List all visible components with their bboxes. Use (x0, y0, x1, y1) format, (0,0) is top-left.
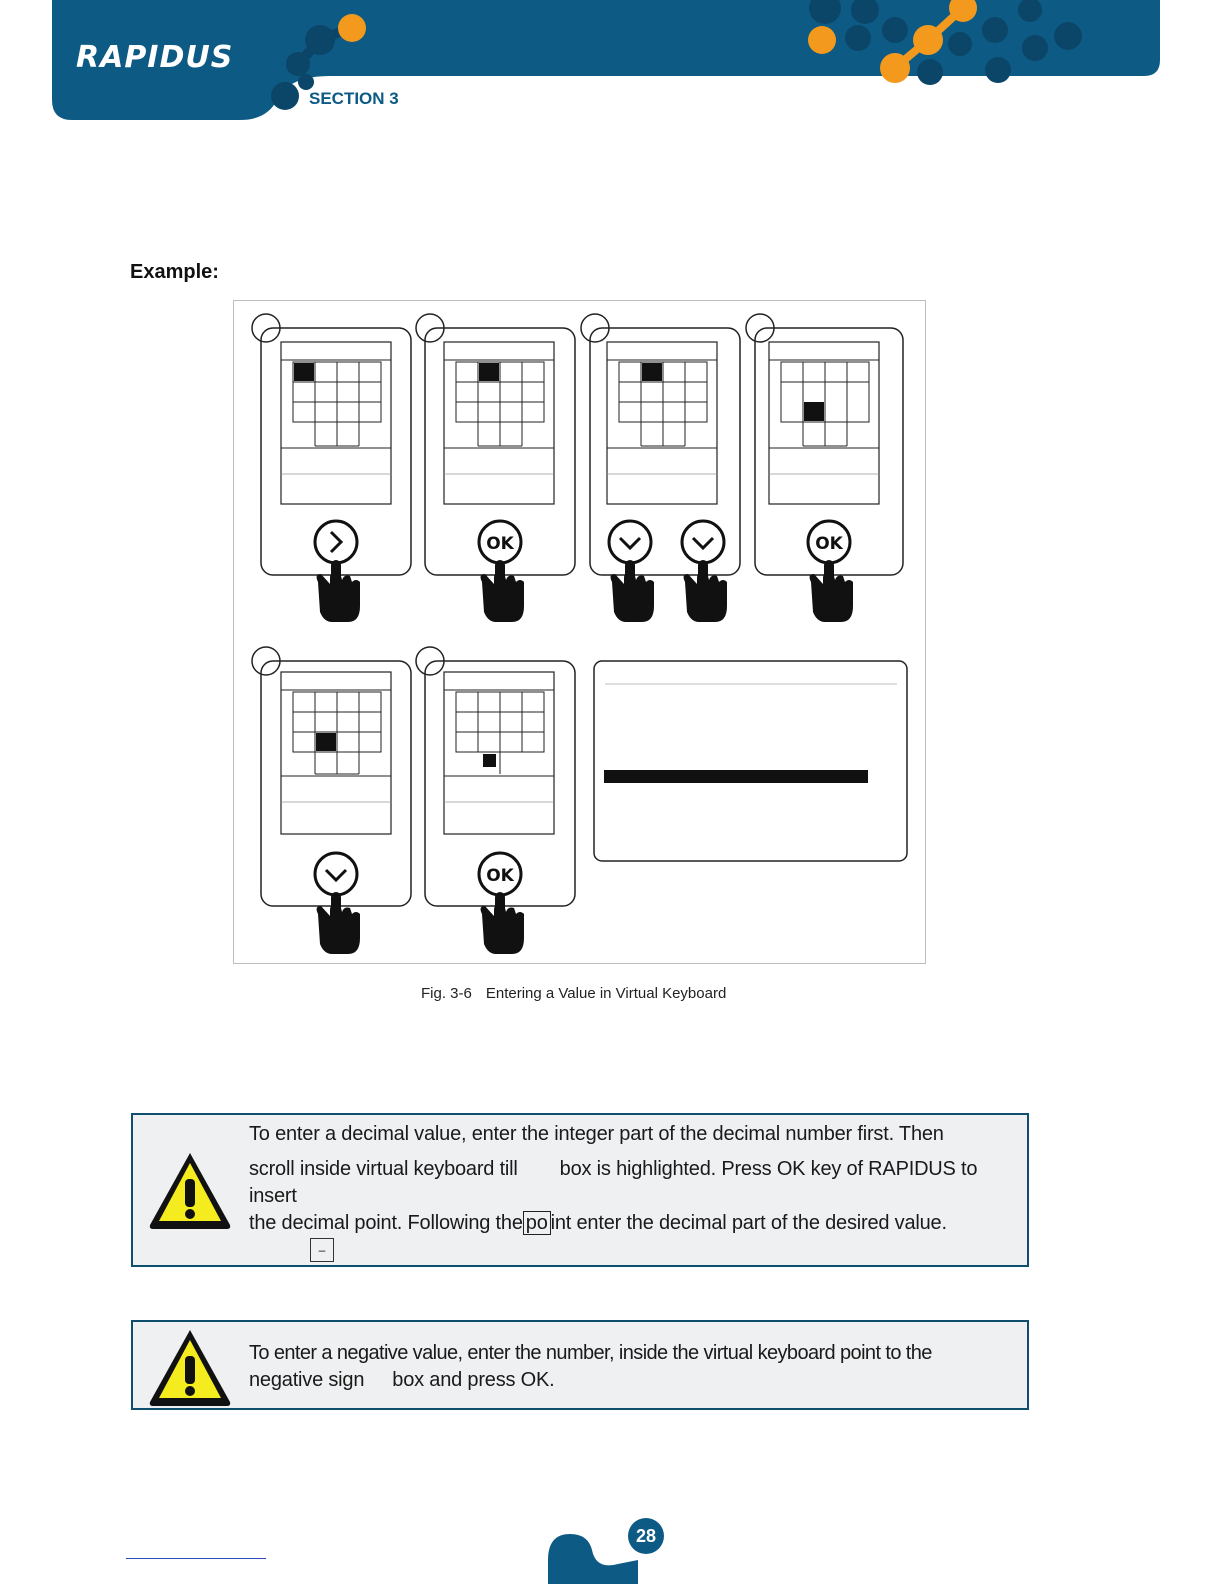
negative-value-note: To enter a negative value, enter the num… (131, 1320, 1029, 1410)
step-panel-6: OK (416, 647, 575, 954)
negative-sign-box: – (310, 1238, 334, 1262)
ok-button-label: OK (815, 534, 843, 554)
ok-button-label: OK (486, 866, 514, 886)
note-line: insert (249, 1183, 297, 1210)
figure-caption: Fig. 3-6 Entering a Value in Virtual Keyb… (421, 985, 740, 1002)
step-panel-2: OK (416, 314, 575, 622)
warning-icon (147, 1149, 233, 1231)
virtual-keyboard-figure: OK (233, 300, 926, 964)
footer-rule (126, 1558, 266, 1559)
page-number: 28 (628, 1518, 664, 1554)
step-panel-5 (252, 647, 411, 954)
warning-icon (147, 1326, 233, 1408)
decimal-value-note: To enter a decimal value, enter the inte… (131, 1113, 1029, 1267)
step-panel-1 (252, 314, 411, 622)
figure-caption-number: Fig. 3-6 (421, 985, 472, 1002)
decimal-point-box: po (523, 1211, 551, 1235)
result-display-panel (594, 661, 907, 861)
step-panel-3 (581, 314, 740, 622)
ok-button-label: OK (486, 534, 514, 554)
step-panel-4: OK (746, 314, 903, 622)
footer-decoration (548, 1520, 638, 1584)
example-heading: Example: (130, 261, 219, 284)
section-label: SECTION 3 (309, 89, 399, 109)
note-line: To enter a negative value, enter the num… (249, 1340, 932, 1367)
note-line: To enter a decimal value, enter the inte… (249, 1121, 944, 1148)
brand-logo: RAPIDUS (76, 40, 233, 75)
figure-caption-text: Entering a Value in Virtual Keyboard (486, 985, 726, 1002)
